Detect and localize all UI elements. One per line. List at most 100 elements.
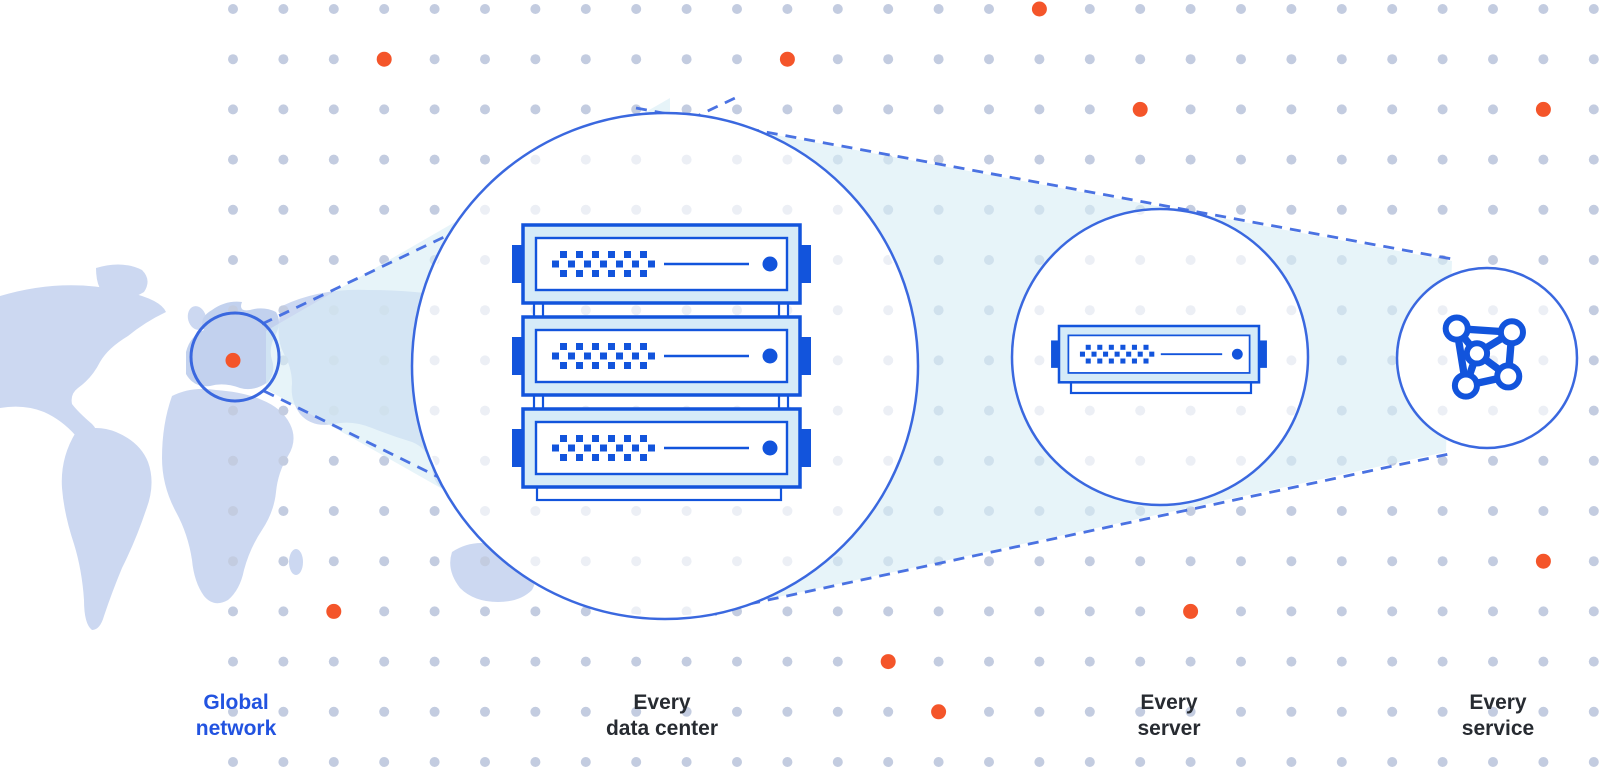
label-line: server xyxy=(1137,717,1201,740)
accent-dot xyxy=(1183,603,1199,619)
grid-dot xyxy=(480,706,490,717)
grid-dot xyxy=(328,104,339,115)
grid-dot xyxy=(1286,656,1297,667)
grid-dot xyxy=(883,757,894,767)
grid-dot xyxy=(933,606,944,617)
globe-region-circle xyxy=(189,311,281,403)
label-every-data-center: Every data center xyxy=(606,690,718,742)
grid-dot xyxy=(1135,757,1146,767)
grid-dot xyxy=(1437,54,1448,65)
grid-dot xyxy=(278,556,289,567)
grid-dot xyxy=(1488,606,1498,617)
grid-dot xyxy=(1387,506,1398,516)
grid-dot xyxy=(429,506,440,516)
grid-dot xyxy=(1588,204,1599,215)
grid-dot xyxy=(328,255,339,265)
grid-dot xyxy=(1437,757,1448,767)
grid-dot xyxy=(530,4,541,14)
grid-dot xyxy=(1588,154,1599,165)
grid-dot xyxy=(1488,4,1498,14)
grid-dot xyxy=(1588,54,1599,65)
network-mesh-icon xyxy=(1442,314,1526,400)
grid-dot xyxy=(1336,104,1347,115)
grid-dot xyxy=(228,506,238,516)
grid-dot xyxy=(1387,204,1398,215)
accent-dot xyxy=(225,352,241,368)
grid-dot xyxy=(933,4,944,14)
grid-dot xyxy=(984,4,994,14)
grid-dot xyxy=(379,656,390,667)
grid-dot xyxy=(1185,556,1196,567)
grid-dot xyxy=(1588,305,1599,316)
grid-dot xyxy=(1185,656,1196,667)
grid-dot xyxy=(732,104,742,115)
grid-dot xyxy=(1236,204,1246,215)
grid-dot xyxy=(1488,455,1498,466)
grid-dot xyxy=(1538,255,1549,265)
grid-dot xyxy=(1034,104,1045,115)
grid-dot xyxy=(631,706,642,717)
grid-dot xyxy=(832,54,843,65)
grid-dot xyxy=(328,154,339,165)
grid-dot xyxy=(429,606,440,617)
grid-dot xyxy=(782,104,793,115)
grid-dot xyxy=(1286,706,1297,717)
grid-dot xyxy=(1286,606,1297,617)
grid-dot xyxy=(1437,656,1448,667)
grid-dot xyxy=(1437,154,1448,165)
grid-dot xyxy=(1286,556,1297,567)
grid-dot xyxy=(933,757,944,767)
grid-dot xyxy=(1236,706,1246,717)
grid-dot xyxy=(1387,154,1398,165)
grid-dot xyxy=(379,154,390,165)
grid-dot xyxy=(681,4,692,14)
grid-dot xyxy=(1588,506,1599,516)
grid-dot xyxy=(278,656,289,667)
grid-dot xyxy=(328,706,339,717)
grid-dot xyxy=(278,405,289,416)
grid-dot xyxy=(1387,706,1398,717)
grid-dot xyxy=(1538,506,1549,516)
grid-dot xyxy=(933,54,944,65)
grid-dot xyxy=(1538,455,1549,466)
grid-dot xyxy=(1387,757,1398,767)
grid-dot xyxy=(1336,204,1347,215)
grid-dot xyxy=(1286,204,1297,215)
grid-dot xyxy=(278,255,289,265)
grid-dot xyxy=(1286,104,1297,115)
grid-dot xyxy=(1185,54,1196,65)
grid-dot xyxy=(1236,506,1246,516)
grid-dot xyxy=(1588,255,1599,265)
grid-dot xyxy=(732,54,742,65)
dashed-guide-line xyxy=(635,106,1453,261)
grid-dot xyxy=(883,4,894,14)
accent-dot xyxy=(376,51,392,67)
grid-dot xyxy=(1185,706,1196,717)
grid-dot xyxy=(1336,506,1347,516)
grid-dot xyxy=(480,154,490,165)
grid-dot xyxy=(1336,4,1347,14)
grid-dot xyxy=(328,506,339,516)
grid-dot xyxy=(328,54,339,65)
grid-dot xyxy=(580,54,591,65)
grid-dot xyxy=(379,556,390,567)
grid-dot xyxy=(1387,54,1398,65)
grid-dot xyxy=(228,255,238,265)
grid-dot xyxy=(1236,606,1246,617)
grid-dot xyxy=(1084,556,1095,567)
label-line: Global xyxy=(203,691,269,714)
grid-dot xyxy=(1034,757,1045,767)
grid-dot xyxy=(1538,4,1549,14)
accent-dot xyxy=(1132,101,1148,117)
grid-dot xyxy=(1538,706,1549,717)
grid-dot xyxy=(1437,606,1448,617)
grid-dot xyxy=(278,154,289,165)
grid-dot xyxy=(1588,405,1599,416)
grid-dot xyxy=(1034,154,1045,165)
grid-dot xyxy=(429,54,440,65)
grid-dot xyxy=(631,757,642,767)
grid-dot xyxy=(1588,355,1599,366)
label-global-network: Global network xyxy=(196,690,277,742)
grid-dot xyxy=(379,4,390,14)
grid-dot xyxy=(530,104,541,115)
